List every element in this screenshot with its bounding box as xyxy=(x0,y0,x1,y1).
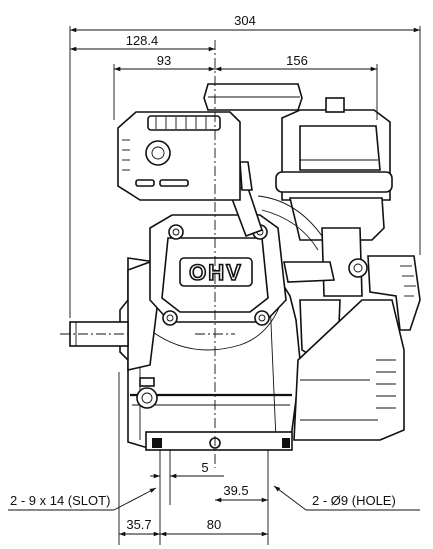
recoil-shroud xyxy=(293,299,405,441)
dim-base-width: 80 xyxy=(207,517,221,532)
fuel-tank xyxy=(117,111,241,201)
callout-slot: 2 - 9 x 14 (SLOT) xyxy=(10,493,110,508)
ohv-emblem: OHV xyxy=(189,260,243,285)
center-lines xyxy=(60,40,235,468)
oil-drain-plug xyxy=(136,387,158,409)
dim-hole-offset: 39.5 xyxy=(223,483,248,498)
dim-left-to-shaft-center: 128.4 xyxy=(126,33,159,48)
dim-right-offset: 156 xyxy=(286,53,308,68)
dim-left-offset: 93 xyxy=(157,53,171,68)
dimension-lines xyxy=(8,26,421,545)
callout-hole: 2 - Ø9 (HOLE) xyxy=(312,493,396,508)
dimension-labels: 304 128.4 93 156 5 39.5 35.7 80 2 - 9 x … xyxy=(10,13,396,532)
dim-overall-width: 304 xyxy=(234,13,256,28)
engine-outline: OHV xyxy=(69,83,421,451)
dim-slot-spacing: 5 xyxy=(201,460,208,475)
starter-handle xyxy=(367,255,421,331)
dim-base-left: 35.7 xyxy=(126,517,151,532)
